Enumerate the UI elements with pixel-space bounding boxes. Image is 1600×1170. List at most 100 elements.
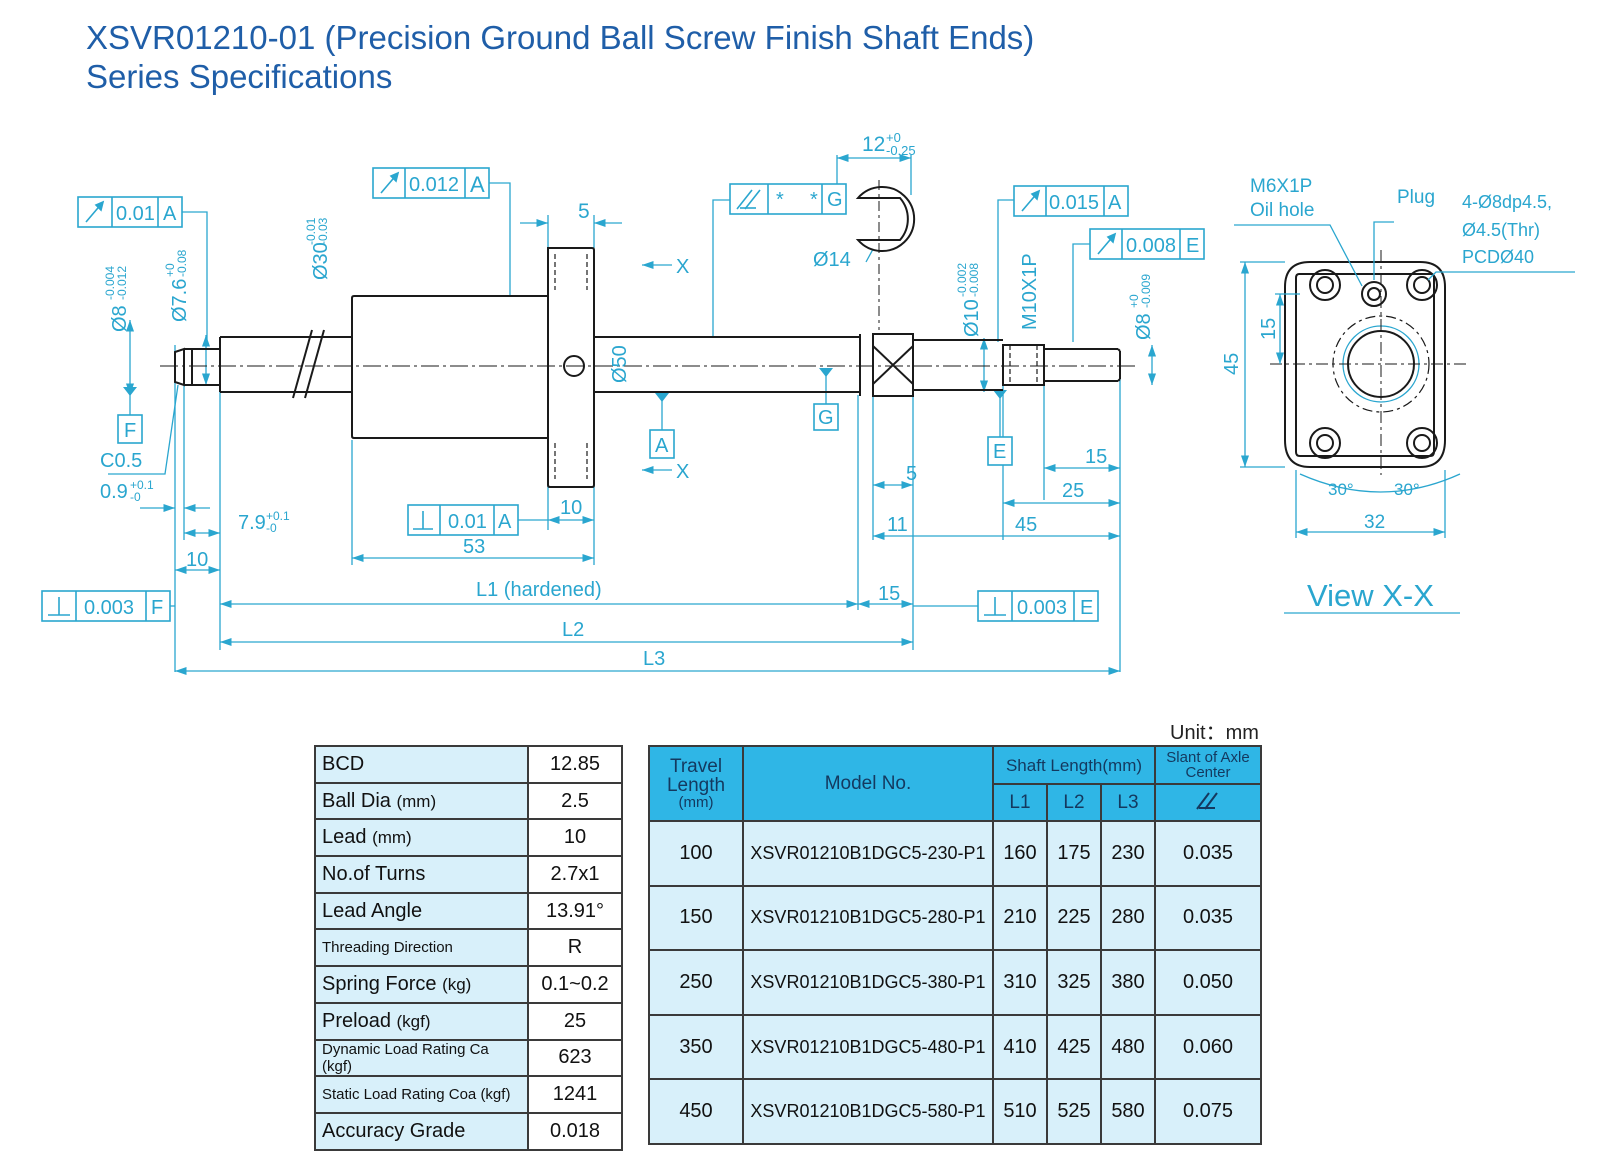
spec-value: 2.5 <box>527 781 623 821</box>
label-holes-3: PCDØ40 <box>1462 247 1534 267</box>
spec-value: 13.91° <box>527 891 623 931</box>
label-dia-10-up: -0.002 <box>955 263 969 297</box>
label-dim-09-up: +0.1 <box>130 478 154 492</box>
label-dim-11: 11 <box>887 514 908 536</box>
hidden-lines <box>554 254 1038 479</box>
spec-value: 10 <box>527 818 623 858</box>
label-dia-76-low: -0.08 <box>175 249 189 277</box>
cell-slant: 0.035 <box>1154 884 1262 952</box>
model-table: Travel Length (mm) Model No. Shaft Lengt… <box>648 745 1262 1145</box>
label-dim-79-up: +0.1 <box>266 509 290 523</box>
cell-model: XSVR01210B1DGC5-580-P1 <box>742 1078 994 1145</box>
cell-travel: 350 <box>648 1013 744 1081</box>
label-dim-25: 25 <box>1062 480 1084 502</box>
cell-l1: 310 <box>992 949 1048 1016</box>
label-dia-8-right-low: -0.009 <box>1139 274 1153 308</box>
label-dim-15-right: 15 <box>1085 446 1107 468</box>
spec-label: Preload (kgf) <box>314 1001 529 1041</box>
label-tol-perp-001: 0.01 <box>448 511 487 533</box>
spec-row: Dynamic Load Rating Ca (kgf)623 <box>314 1038 623 1078</box>
cell-model: XSVR01210B1DGC5-280-P1 <box>742 884 994 952</box>
cell-l2: 175 <box>1046 820 1102 887</box>
label-tol-perp-e: 0.003 <box>1017 597 1067 619</box>
spec-value: R <box>527 928 623 968</box>
label-dia-8-left: Ø8 <box>109 305 131 332</box>
label-dim-5-top: 5 <box>578 200 590 223</box>
label-datum-e-3: E <box>993 441 1006 463</box>
label-datum-g-1: G <box>827 189 843 211</box>
spec-label: Lead (mm) <box>314 818 529 858</box>
header-travel-length: Travel Length (mm) <box>648 745 744 822</box>
cell-l3: 230 <box>1100 820 1156 887</box>
spec-value: 2.7x1 <box>527 855 623 894</box>
label-dia-30: Ø30 <box>310 242 332 280</box>
label-dim-53: 53 <box>463 536 485 558</box>
drawing-labels: 0.01 A 0.012 A * * G 0.015 A 0.008 E 0.0… <box>84 130 1552 670</box>
label-dim-79: 7.9 <box>238 512 266 534</box>
label-dim-15-mid: 15 <box>878 583 900 605</box>
header-slant: Slant of Axle Center <box>1154 745 1262 785</box>
spec-value: 623 <box>527 1038 623 1078</box>
label-tol-runout-015: 0.015 <box>1049 192 1099 214</box>
label-thread-m10: M10X1P <box>1019 253 1041 330</box>
spec-label: Accuracy Grade <box>314 1111 529 1151</box>
spec-row: Ball Dia (mm)2.5 <box>314 781 623 821</box>
label-view-45: 45 <box>1221 353 1243 375</box>
cell-l2: 225 <box>1046 884 1102 952</box>
cell-l2: 425 <box>1046 1013 1102 1081</box>
title-line-2: Series Specifications <box>86 58 393 95</box>
label-view-32: 32 <box>1364 512 1385 533</box>
cell-l1: 510 <box>992 1078 1048 1145</box>
label-dia-14: Ø14 <box>813 249 851 271</box>
label-dim-12-up: +0 <box>886 130 901 145</box>
cell-l1: 410 <box>992 1013 1048 1081</box>
datum-triangles <box>123 368 1007 402</box>
label-datum-a-4: A <box>498 511 512 533</box>
spec-row: Preload (kgf)25 <box>314 1001 623 1041</box>
label-dim-5-mid: 5 <box>906 463 917 485</box>
cell-model: XSVR01210B1DGC5-380-P1 <box>742 949 994 1016</box>
cell-slant: 0.075 <box>1154 1078 1262 1145</box>
label-dia-8-right-up: +0 <box>1127 294 1141 308</box>
cell-slant: 0.050 <box>1154 949 1262 1016</box>
label-plug: Plug <box>1397 187 1435 208</box>
label-dia-50: Ø50 <box>609 345 631 383</box>
cell-travel: 450 <box>648 1078 744 1145</box>
label-dim-09-low: -0 <box>130 490 141 504</box>
cell-travel: 150 <box>648 884 744 952</box>
label-datum-e-2: E <box>1080 597 1093 619</box>
cell-l3: 280 <box>1100 884 1156 952</box>
label-datum-a-2: A <box>470 172 485 197</box>
spec-label: Ball Dia (mm) <box>314 781 529 821</box>
label-dia-8-left-up: -0.004 <box>103 266 117 300</box>
section-marker-x-bottom: X <box>676 461 689 483</box>
label-dia-76: Ø7.6 <box>169 279 191 322</box>
label-dia-30-up: -0.01 <box>304 217 318 245</box>
header-l2: L2 <box>1046 783 1102 822</box>
cell-l3: 380 <box>1100 949 1156 1016</box>
label-tol-runout-a: 0.01 <box>116 203 155 225</box>
label-holes-2: Ø4.5(Thr) <box>1462 220 1540 240</box>
cell-model: XSVR01210B1DGC5-480-P1 <box>742 1013 994 1081</box>
header-shaft-length: Shaft Length(mm) <box>992 745 1156 785</box>
label-dim-10-left: 10 <box>186 549 208 571</box>
view-title: View X-X <box>1307 578 1434 613</box>
cell-travel: 100 <box>648 820 744 887</box>
label-dia-8-right: Ø8 <box>1133 313 1155 340</box>
header-model-no: Model No. <box>742 745 994 822</box>
spec-label: Dynamic Load Rating Ca (kgf) <box>314 1038 529 1078</box>
label-dia-10: Ø10 <box>961 299 983 337</box>
label-oil-hole-thread: M6X1P <box>1250 176 1312 197</box>
spec-value: 0.018 <box>527 1111 623 1151</box>
spec-row: Spring Force (kg)0.1~0.2 <box>314 965 623 1004</box>
spec-label: Static Load Rating Coa (kgf) <box>314 1075 529 1114</box>
label-dim-10-nut: 10 <box>560 497 582 519</box>
